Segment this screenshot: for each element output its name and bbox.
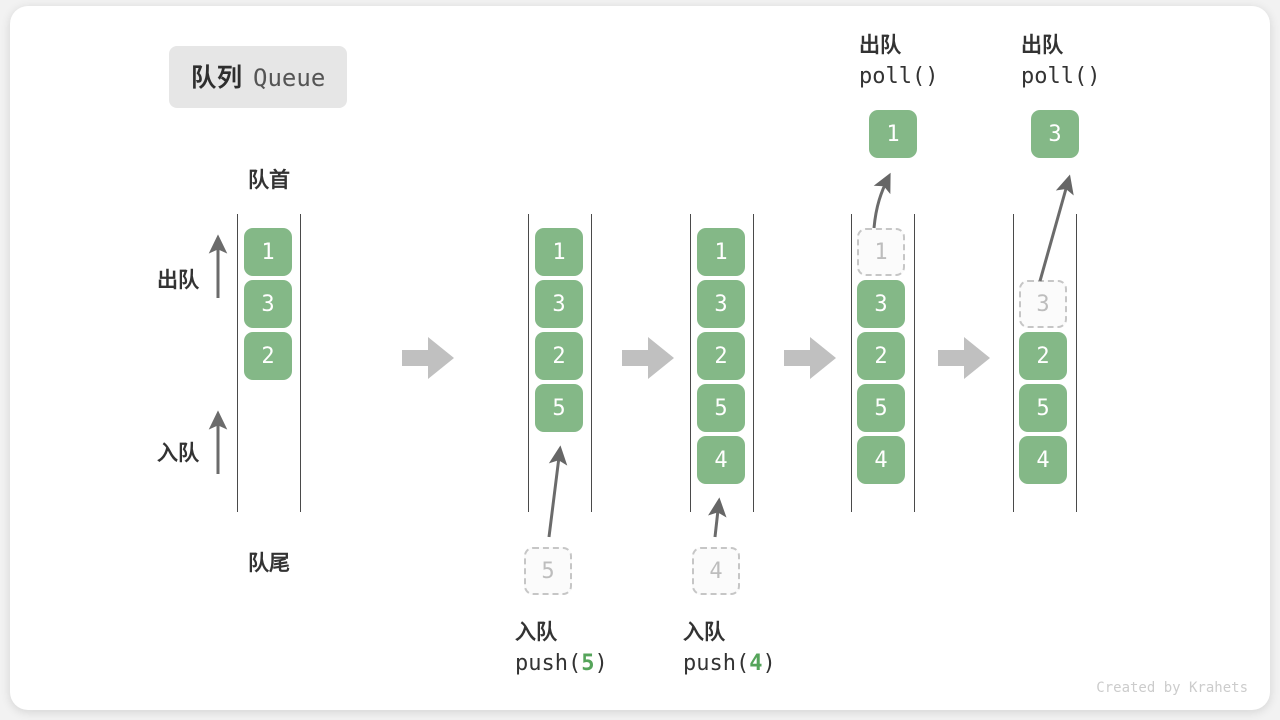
panel-caption-code: poll()	[1021, 64, 1101, 89]
caption-code-arg: 4	[749, 651, 763, 676]
queue-cell: 4	[857, 436, 905, 484]
staged-element-ghost: 5	[524, 547, 572, 595]
queue-rail-right	[300, 214, 301, 512]
panel-caption-cn: 出队	[859, 33, 901, 57]
enqueue-direction-label: 入队	[157, 441, 199, 465]
step-arrow	[938, 337, 990, 379]
queue-cell: 2	[1019, 332, 1067, 380]
staged-element-ghost: 4	[692, 547, 740, 595]
queue-cell: 4	[1019, 436, 1067, 484]
dequeue-direction-label: 出队	[157, 268, 199, 292]
arrow-overlay	[208, 172, 1074, 538]
queue-rail-right	[753, 214, 754, 512]
queue-rail-right	[591, 214, 592, 512]
caption-code-text: push(	[515, 651, 582, 676]
panel-caption-code: poll()	[859, 64, 939, 89]
queue-front-label: 队首	[248, 168, 290, 192]
caption-code-text: push(	[683, 651, 750, 676]
queue-cell: 1	[697, 228, 745, 276]
queue-cell: 5	[857, 384, 905, 432]
polled-element: 3	[1031, 110, 1079, 158]
push-arrow-5	[547, 445, 568, 538]
caption-code-arg: 5	[581, 651, 595, 676]
poll-arrow-3	[1038, 174, 1074, 282]
step-arrow	[402, 337, 454, 379]
queue-cell: 2	[535, 332, 583, 380]
diagram-title-en: Queue	[253, 64, 326, 92]
queue-cell: 2	[697, 332, 745, 380]
step-arrow	[784, 337, 836, 379]
caption-code-close: )	[762, 651, 776, 676]
panel-caption-cn: 入队	[515, 620, 557, 644]
panel-caption-code: push(5)	[515, 651, 608, 676]
diagram-title-cn: 队列	[191, 63, 244, 92]
queue-cell: 3	[697, 280, 745, 328]
queue-cell: 1	[535, 228, 583, 276]
queue-cell: 2	[857, 332, 905, 380]
queue-rail-right	[914, 214, 915, 512]
poll-arrow-1	[872, 172, 891, 229]
queue-cell: 1	[244, 228, 292, 276]
queue-cell: 3	[857, 280, 905, 328]
queue-back-label: 队尾	[248, 551, 290, 575]
queue-cell: 3	[244, 280, 292, 328]
queue-cell: 2	[244, 332, 292, 380]
queue-cell-new: 4	[697, 436, 745, 484]
queue-rail-left	[851, 214, 852, 512]
diagram-title-badge: 队列 Queue	[169, 46, 348, 108]
credit-text: Created by Krahets	[1096, 680, 1248, 696]
caption-code-close: )	[594, 651, 608, 676]
push-arrow-4	[708, 497, 727, 538]
diagram-stage: 队列 Queue 队首 队尾 出队 入队 1 3 2 1 3 2 5 5 入队 …	[10, 6, 1270, 710]
polled-element: 1	[869, 110, 917, 158]
step-arrow	[622, 337, 674, 379]
queue-cell: 3	[535, 280, 583, 328]
queue-rail-left	[528, 214, 529, 512]
queue-rail-left	[237, 214, 238, 512]
queue-cell: 5	[1019, 384, 1067, 432]
queue-rail-right	[1076, 214, 1077, 512]
diagram-card: 队列 Queue 队首 队尾 出队 入队 1 3 2 1 3 2 5 5 入队 …	[10, 6, 1270, 710]
queue-cell-removed: 1	[857, 228, 905, 276]
queue-rail-left	[690, 214, 691, 512]
queue-cell: 5	[697, 384, 745, 432]
panel-caption-cn: 出队	[1021, 33, 1063, 57]
queue-cell-removed: 3	[1019, 280, 1067, 328]
queue-cell-new: 5	[535, 384, 583, 432]
panel-caption-code: push(4)	[683, 651, 776, 676]
queue-rail-left	[1013, 214, 1014, 512]
panel-caption-cn: 入队	[683, 620, 725, 644]
